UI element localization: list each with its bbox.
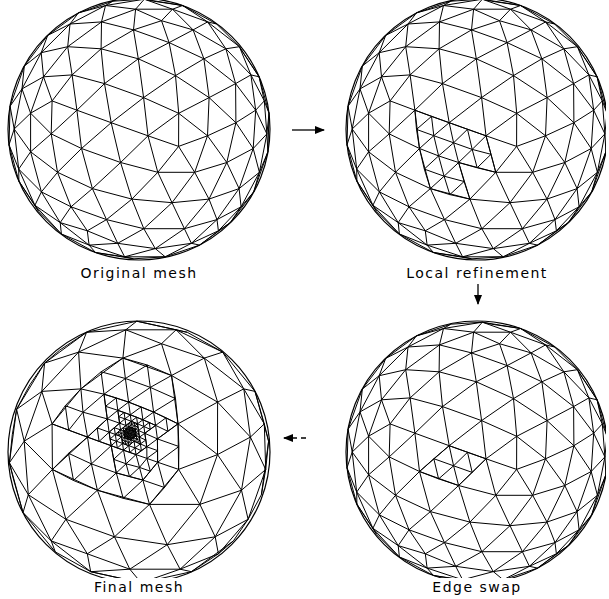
mesh-panel: Final mesh	[4, 306, 274, 599]
sphere-outline	[8, 0, 270, 260]
sphere-outline	[8, 321, 270, 583]
sphere-mesh	[4, 306, 274, 599]
flow-arrow	[284, 437, 306, 438]
mesh-caption: Edge swap	[430, 578, 523, 596]
mesh-panel: Local refinement	[326, 0, 606, 282]
mesh-caption: Final mesh	[92, 578, 186, 596]
mesh-edges	[347, 0, 606, 259]
mesh-caption: Local refinement	[404, 264, 550, 282]
mesh-edges	[9, 321, 268, 583]
flow-arrow	[292, 129, 324, 130]
sphere-mesh	[4, 0, 274, 282]
sphere-mesh	[326, 306, 606, 599]
mesh-panel: Original mesh	[4, 0, 274, 282]
sphere-outline	[346, 321, 606, 583]
sphere-mesh	[326, 0, 606, 282]
flow-arrow	[477, 284, 478, 304]
mesh-caption: Original mesh	[78, 264, 199, 282]
mesh-edges	[9, 0, 269, 259]
mesh-edges	[347, 322, 606, 582]
sphere-outline	[346, 0, 606, 260]
mesh-panel: Edge swap	[326, 306, 606, 599]
